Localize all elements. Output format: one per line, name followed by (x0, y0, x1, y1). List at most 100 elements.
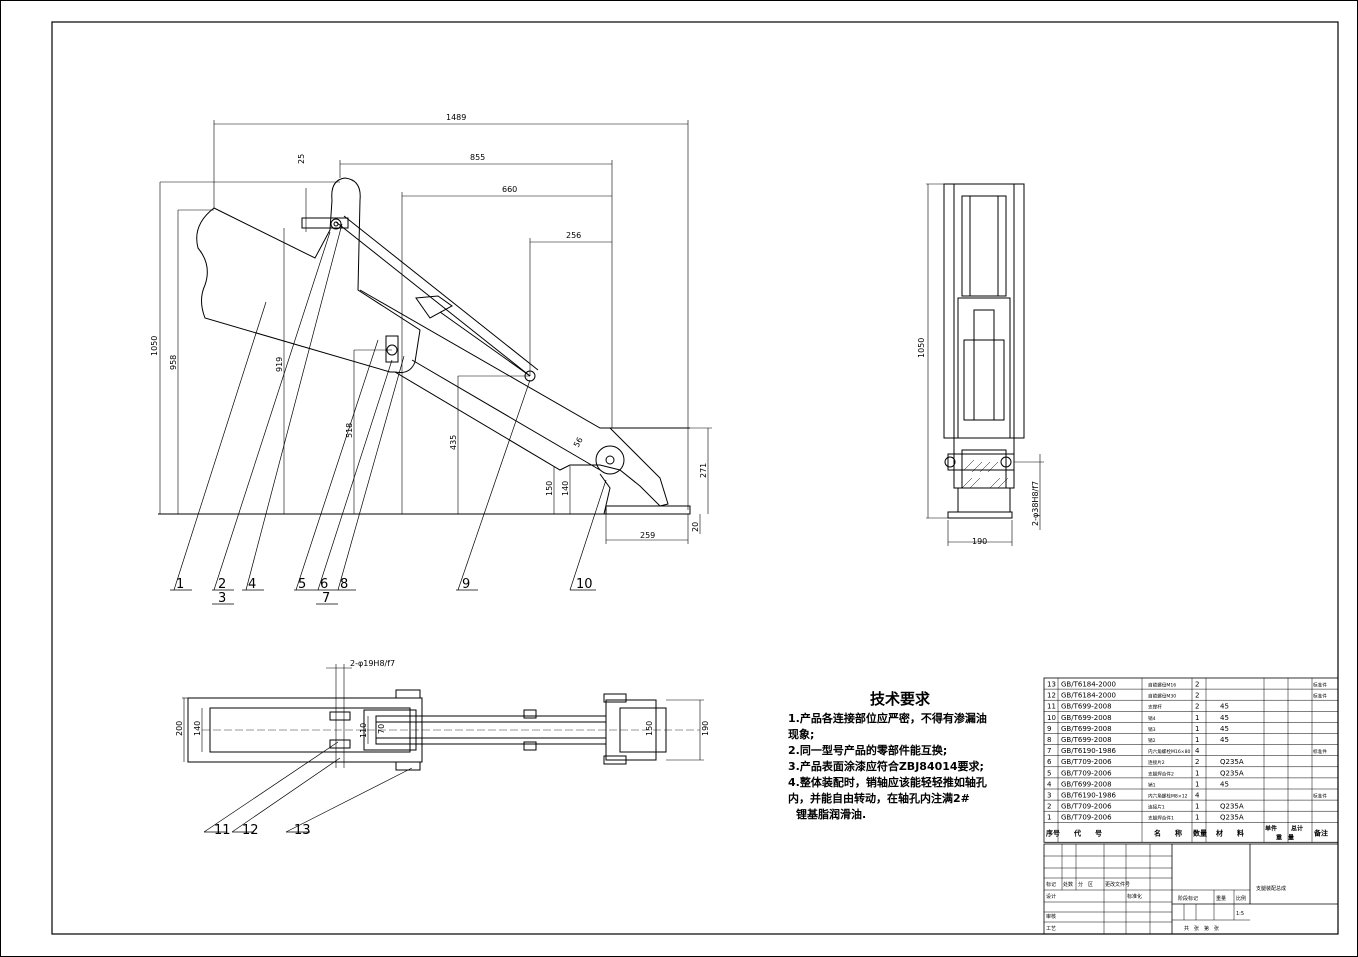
bom-row-name: 销4 (1148, 715, 1156, 722)
bom-row-material: 45 (1220, 736, 1229, 744)
top-view (182, 664, 704, 833)
bom-row-qty: 1 (1195, 714, 1199, 722)
bom-row-no: 1 (1047, 814, 1051, 822)
bom-row-name: 自锁螺母M30 (1148, 693, 1176, 700)
bom-row-qty: 4 (1195, 747, 1200, 755)
bom-row-code: GB/T6190-1986 (1061, 792, 1117, 800)
bom-row-no: 3 (1047, 792, 1051, 800)
dim-958: 958 (169, 355, 178, 370)
dim-518: 518 (345, 423, 354, 438)
requirement-line-3: 2.同一型号产品的零部件能互换; (788, 743, 947, 757)
title-block-weight: 重量 (1216, 895, 1226, 902)
dim-256: 256 (566, 231, 581, 240)
bom-row-note: 标准件 (1313, 793, 1327, 800)
bom-row-code: GB/T6184-2000 (1061, 681, 1116, 689)
bom-row-material: Q235A (1220, 803, 1244, 811)
side-dim-fit: 2-φ38H8/f7 (1031, 481, 1040, 526)
bom-row-material: 45 (1220, 725, 1229, 733)
bom-row-code: GB/T699-2008 (1061, 714, 1112, 722)
part-label-11: 11 (214, 823, 231, 838)
top-dim-200: 200 (175, 721, 184, 736)
dim-20: 20 (691, 522, 700, 532)
bom-row-qty: 4 (1195, 792, 1200, 800)
bom-row-no: 10 (1047, 714, 1056, 722)
bom-row-qty: 1 (1195, 736, 1199, 744)
bom-row-material: 45 (1220, 703, 1229, 711)
top-dim-110: 110 (359, 723, 368, 738)
dim-1050: 1050 (150, 336, 159, 356)
technical-requirements: 技术要求 1.产品各连接部位应严密，不得有渗漏油 现象; 2.同一型号产品的零部… (788, 690, 987, 821)
bom-row-code: GB/T6184-2000 (1061, 692, 1116, 700)
part-label-7: 7 (322, 591, 330, 606)
bom-row-qty: 1 (1195, 814, 1199, 822)
title-block-review: 审核 (1046, 913, 1056, 920)
bom-row-code: GB/T699-2008 (1061, 736, 1112, 744)
title-block-change-doc: 更改文件号 (1105, 881, 1130, 888)
title-block-sheets: 共 张 第 张 (1184, 925, 1219, 932)
requirements-title: 技术要求 (870, 690, 931, 708)
bom-row-note: 标准件 (1313, 748, 1327, 755)
requirement-line-1: 1.产品各连接部位应严密，不得有渗漏油 (788, 711, 987, 725)
title-block-process: 工艺 (1046, 926, 1056, 932)
part-label-13: 13 (294, 823, 311, 838)
bom-row-material: 45 (1220, 714, 1229, 722)
bom-row-qty: 2 (1195, 703, 1199, 711)
bom-frame (1043, 677, 1339, 843)
bom-row-qty: 1 (1195, 803, 1199, 811)
bom-header-cell: 单件 (1265, 824, 1277, 832)
dim-1489: 1489 (446, 113, 466, 122)
bom-row-qty: 1 (1195, 769, 1199, 777)
bom-row-no: 8 (1047, 736, 1051, 744)
title-block-scale-label: 比例 (1236, 895, 1246, 902)
bom-row-no: 11 (1047, 703, 1056, 711)
part-label-5: 5 (298, 577, 306, 592)
top-dim-140: 140 (193, 721, 202, 736)
bom-header-cell: 材 料 (1215, 828, 1244, 837)
part-label-8: 8 (340, 577, 348, 592)
side-dim-1050: 1050 (917, 338, 926, 358)
dim-140: 140 (561, 481, 570, 496)
bom-row-no: 13 (1047, 681, 1056, 689)
bom-row-name: 支腿焊合件2 (1148, 770, 1174, 777)
side-view (926, 183, 1044, 546)
bom-row-name: 连接片2 (1148, 759, 1165, 766)
part-label-12: 12 (242, 823, 259, 838)
dim-435: 435 (449, 435, 458, 450)
bom-row-code: GB/T709-2006 (1061, 814, 1112, 822)
bom-header-cell: 重 量 (1276, 833, 1294, 841)
inner-border (51, 21, 1339, 935)
bom-row-material: Q235A (1220, 769, 1244, 777)
top-dim-fit: 2-φ19H8/f7 (350, 659, 395, 668)
bom-row-no: 7 (1047, 747, 1051, 755)
bom-row-no: 6 (1047, 758, 1052, 766)
dim-919: 919 (275, 357, 284, 372)
drawing-title: 支腿装配总成 (1256, 885, 1286, 892)
top-dim-70: 70 (377, 724, 386, 734)
bom-row-name: 连接片1 (1148, 804, 1165, 811)
part-label-6: 6 (320, 577, 328, 592)
requirement-line-6: 内，并能自由转动，在轴孔内注满2# (788, 791, 970, 805)
bom-row-no: 5 (1047, 769, 1051, 777)
requirement-line-2: 现象; (788, 727, 814, 741)
bom-row-note: 标准件 (1313, 682, 1327, 689)
dim-259: 259 (640, 531, 655, 540)
bom-row-no: 2 (1047, 803, 1051, 811)
top-dim-190: 190 (701, 721, 710, 736)
bom-row-no: 12 (1047, 692, 1056, 700)
title-block-stage: 阶段标记 (1178, 895, 1198, 902)
requirement-line-5: 4.整体装配时，销轴应该能轻轻推如轴孔 (788, 775, 987, 789)
part-label-9: 9 (462, 577, 470, 592)
bom-row-code: GB/T709-2006 (1061, 758, 1112, 766)
bom-row-material: Q235A (1220, 758, 1244, 766)
bom-row-code: GB/T6190-1986 (1061, 747, 1117, 755)
bom-row-material: 45 (1220, 780, 1229, 788)
side-dim-190: 190 (972, 537, 987, 546)
bom-row-name: 内六角螺栓M8×12 (1148, 793, 1188, 800)
dim-150: 150 (545, 481, 554, 496)
bom-row-code: GB/T709-2006 (1061, 803, 1112, 811)
bom-row-name: 支腿焊合件1 (1148, 815, 1174, 822)
bom-row-name: 销2 (1148, 737, 1156, 744)
front-view (158, 120, 712, 605)
bom-row-name: 支撑杆 (1148, 704, 1162, 711)
